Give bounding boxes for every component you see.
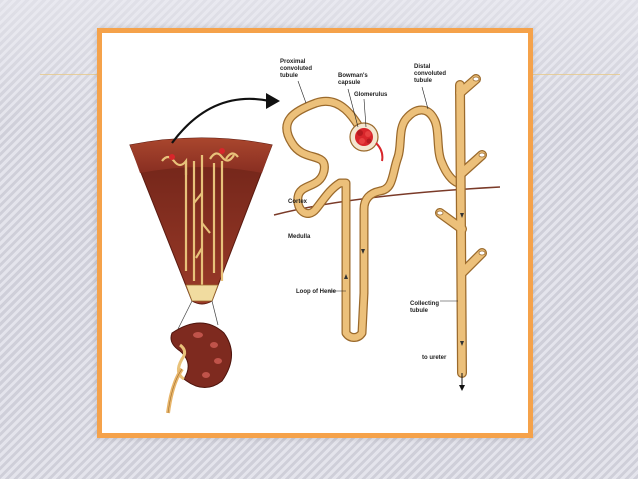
flow-arrows xyxy=(344,213,464,346)
label-glomerulus: Glomerulus xyxy=(354,92,388,98)
label-distal-2: convoluted xyxy=(414,71,446,77)
nephron-diagram: Proximal convoluted tubule Bowman's caps… xyxy=(129,59,501,414)
label-distal-1: Distal xyxy=(414,64,431,70)
nephron-figure-frame: Proximal convoluted tubule Bowman's caps… xyxy=(97,28,533,438)
label-proximal-2: convoluted xyxy=(280,66,312,72)
zoom-arrow xyxy=(171,93,280,144)
label-bowmans-2: capsule xyxy=(338,80,361,86)
label-cortex: Cortex xyxy=(288,199,308,205)
ureter-arrow xyxy=(459,373,465,391)
label-proximal-3: tubule xyxy=(280,73,299,79)
nephron-tubule xyxy=(282,96,463,342)
collecting-duct xyxy=(435,74,487,378)
nephron-figure: Proximal convoluted tubule Bowman's caps… xyxy=(102,33,528,433)
label-pointer-lines xyxy=(297,80,458,302)
bowmans-capsule xyxy=(349,122,384,162)
label-to-ureter: to ureter xyxy=(422,355,447,361)
label-medulla: Medulla xyxy=(288,234,311,240)
renal-pyramid xyxy=(129,137,273,305)
label-collecting-1: Collecting xyxy=(410,301,439,307)
label-bowmans-1: Bowman's xyxy=(338,73,368,79)
label-loop-of-henle: Loop of Henle xyxy=(296,289,337,295)
glomerulus xyxy=(355,128,373,146)
zoom-lines xyxy=(177,300,219,330)
label-collecting-2: tubule xyxy=(410,308,429,314)
label-proximal-1: Proximal xyxy=(280,59,306,65)
kidney-section xyxy=(166,322,232,414)
label-distal-3: tubule xyxy=(414,78,433,84)
